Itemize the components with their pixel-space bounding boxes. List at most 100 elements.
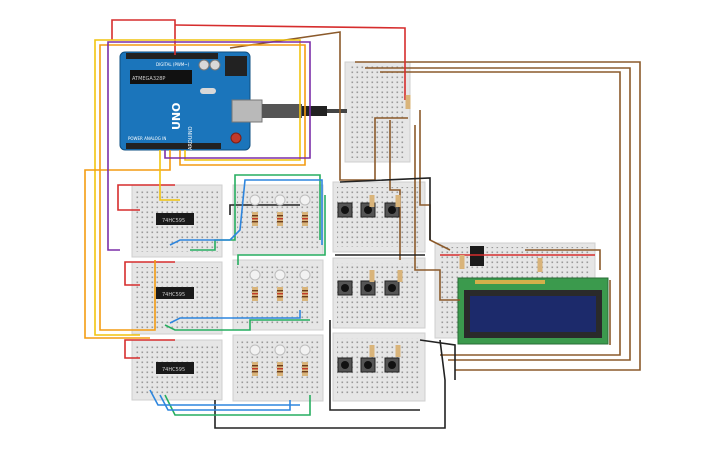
usb-connector [231, 99, 263, 123]
arduino-uno-board: ATMEGA328P DIGITAL (PWM~) POWER ANALOG I… [119, 51, 263, 151]
wire [339, 177, 431, 240]
led [299, 344, 311, 356]
resistor-band [252, 218, 258, 220]
push-button-cap[interactable] [388, 206, 396, 214]
resistor-band [277, 221, 283, 223]
resistor-band [277, 365, 283, 367]
potentiometer[interactable] [470, 246, 484, 266]
resistor [395, 195, 401, 207]
resistor-band [277, 293, 283, 295]
wire [419, 339, 456, 380]
resistor [369, 195, 375, 207]
led [274, 344, 286, 356]
led [274, 194, 286, 206]
resistor-band [277, 371, 283, 373]
wire [169, 310, 301, 324]
resistor-band [277, 296, 283, 298]
shift-register-label: 74HC595 [162, 292, 185, 298]
atmega-chip [130, 70, 192, 84]
led [299, 194, 311, 206]
wire [237, 195, 326, 265]
push-button-cap[interactable] [388, 284, 396, 292]
resistor-band [302, 368, 308, 370]
power-jack [225, 56, 247, 76]
crystal [200, 88, 216, 94]
wire [94, 39, 301, 336]
resistor [369, 270, 375, 282]
shift-register-1: 74HC595 [156, 213, 194, 225]
wire [169, 179, 323, 246]
reset-button[interactable] [230, 132, 242, 144]
arduino-brand-label: ARDUINO [188, 126, 194, 150]
wire [164, 319, 310, 331]
led [249, 194, 261, 206]
wire [229, 204, 300, 215]
wire [214, 339, 446, 429]
wire [414, 125, 460, 301]
resistor-band [252, 215, 258, 217]
wire [329, 320, 420, 411]
resistor-band [302, 293, 308, 295]
capacitor [209, 59, 221, 71]
resistor-band [252, 293, 258, 295]
push-button-cap[interactable] [341, 361, 349, 369]
wire [525, 249, 601, 270]
wires [84, 19, 641, 429]
resistor-band [302, 365, 308, 367]
capacitor [198, 59, 210, 71]
push-button-cap[interactable] [364, 284, 372, 292]
led [249, 344, 261, 356]
resistor-band [252, 221, 258, 223]
arduino-model-label: UNO [170, 103, 183, 131]
usb-cable-plug [262, 104, 302, 118]
wire [365, 67, 631, 361]
resistor-band [252, 368, 258, 370]
wire [84, 150, 171, 339]
wire [159, 150, 180, 201]
push-button-cap[interactable] [341, 206, 349, 214]
shift-register-label: 74HC595 [162, 367, 185, 373]
wire [117, 184, 175, 211]
shift-register-label: 74HC595 [162, 218, 185, 224]
resistor-band [302, 290, 308, 292]
digital-header [126, 53, 218, 59]
wire [149, 389, 300, 406]
arduino-chip-label: ATMEGA328P [132, 76, 165, 82]
push-button-cap[interactable] [364, 361, 372, 369]
shift-register-3: 74HC595 [156, 362, 194, 374]
resistor-band [252, 290, 258, 292]
resistor-band [252, 296, 258, 298]
resistor-band [277, 368, 283, 370]
resistor [397, 270, 403, 282]
resistor-band [302, 215, 308, 217]
wire [355, 61, 641, 371]
arduino-header-label-bottom: POWER ANALOG IN [128, 136, 166, 141]
resistor [459, 255, 465, 269]
led [274, 269, 286, 281]
resistor [395, 345, 401, 357]
usb-cable-plug [302, 106, 327, 116]
wire [174, 24, 406, 100]
lcd-pin-header [475, 280, 545, 284]
resistor-band [302, 218, 308, 220]
resistor-band [302, 371, 308, 373]
wire [190, 174, 321, 251]
lcd-module [457, 277, 609, 345]
wire [99, 44, 306, 331]
lcd-screen [470, 296, 596, 332]
resistor-band [302, 221, 308, 223]
resistor-band [252, 365, 258, 367]
push-button-cap[interactable] [341, 284, 349, 292]
push-button-cap[interactable] [364, 206, 372, 214]
arduino-header-label-top: DIGITAL (PWM~) [156, 62, 190, 67]
power-header [126, 143, 221, 149]
resistor-band [252, 371, 258, 373]
resistor [537, 258, 543, 272]
led [249, 269, 261, 281]
resistor [405, 95, 411, 109]
wire [124, 261, 175, 286]
resistor [369, 345, 375, 357]
led [299, 269, 311, 281]
push-button-cap[interactable] [388, 361, 396, 369]
